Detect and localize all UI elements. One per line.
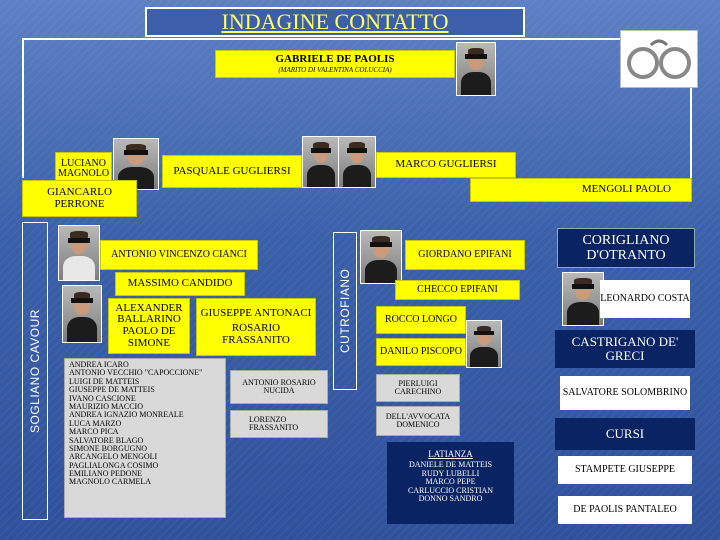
rocco-longo-name: ROCCO LONGO bbox=[385, 313, 457, 325]
corigliano-label: CORIGLIANO D'OTRANTO bbox=[557, 228, 695, 268]
pierluigi-carechino-name: PIERLUIGI CARECHINO bbox=[394, 378, 442, 396]
massimo-candido-name: MASSIMO CANDIDO bbox=[127, 277, 233, 290]
paolo-de-simone-name: PAOLO DE SIMONE bbox=[122, 325, 176, 349]
list-item: EMILIANO PEDONE bbox=[69, 469, 143, 479]
cutrofiano-label: CUTROFIANO bbox=[333, 232, 357, 390]
checco-epifani-name: CHECCO EPIFANI bbox=[417, 283, 498, 295]
connector bbox=[690, 38, 692, 178]
rocco-longo-box: ROCCO LONGO bbox=[376, 306, 466, 334]
photo-gabriele bbox=[456, 42, 496, 96]
corigliano-name: CORIGLIANO D'OTRANTO bbox=[582, 232, 670, 263]
lorenzo-frassanito-name: LORENZO FRASSANITO bbox=[249, 414, 299, 432]
lorenzo-frassanito-box: LORENZO FRASSANITO bbox=[230, 410, 328, 438]
de-paolis-pantaleo-box: DE PAOLIS PANTALEO bbox=[558, 496, 692, 524]
list-item: ANDREA ICARO bbox=[69, 360, 129, 369]
gabriele-de-paolis-box: GABRIELE DE PAOLIS (MARITO DI VALENTINA … bbox=[215, 50, 455, 78]
latianza-box: LATIANZA DANIELE DE MATTEIS RUDY LUBELLI… bbox=[387, 442, 514, 524]
latianza-title: LATIANZA bbox=[428, 449, 473, 459]
giancarlo-perrone-box: GIANCARLO PERRONE bbox=[22, 180, 137, 217]
dellavvocata-domenico-name: DELL'AVVOCATA DOMENICO bbox=[385, 411, 451, 429]
list-item: ARCANGELO MENGOLI bbox=[69, 452, 158, 462]
de-paolis-pantaleo-name: DE PAOLIS PANTALEO bbox=[573, 503, 677, 515]
gabriele-de-paolis-note: (MARITO DI VALENTINA COLUCCIA) bbox=[278, 66, 392, 75]
danilo-piscopo-box: DANILO PISCOPO bbox=[376, 338, 466, 366]
list-item: SALVATORE BLAGO bbox=[69, 435, 144, 445]
page-title: INDAGINE CONTATTO bbox=[221, 9, 449, 35]
photo-giordano bbox=[360, 230, 402, 284]
pierluigi-carechino-box: PIERLUIGI CARECHINO bbox=[376, 374, 460, 402]
antonio-rosario-nucida-box: ANTONIO ROSARIO NUCIDA bbox=[230, 370, 328, 404]
antonaci-frassanito-box: GIUSEPPE ANTONACI ROSARIO FRASSANITO bbox=[196, 298, 316, 356]
leonardo-costa-name: LEONARDO COSTA bbox=[600, 292, 690, 304]
castrigano-label: CASTRIGANO DE' GRECI bbox=[555, 330, 695, 368]
photo-massimo bbox=[62, 285, 102, 343]
list-item: CARLUCCIO CRISTIAN bbox=[407, 485, 494, 495]
marco-gugliersi-name: MARCO GUGLIERSI bbox=[395, 158, 497, 171]
list-item: RUDY LUBELLI bbox=[421, 468, 480, 478]
dellavvocata-domenico-box: DELL'AVVOCATA DOMENICO bbox=[376, 406, 460, 436]
luciano-magnolo-name: LUCIANO MAGNOLO bbox=[57, 157, 110, 179]
list-item: SIMONE BORGUGNO bbox=[69, 443, 148, 453]
giuseppe-antonaci-name: GIUSEPPE ANTONACI bbox=[200, 306, 312, 319]
list-item: LUIGI DE MATTEIS bbox=[69, 376, 140, 386]
stampete-giuseppe-box: STAMPETE GIUSEPPE bbox=[558, 456, 692, 484]
danilo-piscopo-name: DANILO PISCOPO bbox=[380, 345, 462, 357]
checco-epifani-box: CHECCO EPIFANI bbox=[395, 280, 520, 300]
salvatore-solombrino-name: SALVATORE SOLOMBRINO bbox=[562, 386, 688, 398]
photo-leonardo bbox=[562, 272, 604, 326]
photo-pasquale bbox=[302, 136, 340, 188]
mengoli-paolo-name: MENGOLI PAOLO bbox=[581, 183, 671, 196]
list-item: LUCA MARZO bbox=[69, 418, 122, 428]
marco-gugliersi-box: MARCO GUGLIERSI bbox=[376, 152, 516, 178]
sogliano-list-box: ANDREA ICARO ANTONIO VECCHIO "CAPOCCIONE… bbox=[64, 358, 226, 518]
list-item: MAURIZIO MACCIO bbox=[69, 401, 143, 411]
list-item: MARCO PICA bbox=[69, 427, 119, 437]
list-item: ANDREA IGNAZIO MONREALE bbox=[69, 410, 184, 420]
cursi-label: CURSI bbox=[555, 418, 695, 450]
rosario-frassanito-name: ROSARIO FRASSANITO bbox=[222, 322, 290, 346]
antonio-vincenzo-cianci-box: ANTONIO VINCENZO CIANCI bbox=[100, 240, 258, 270]
giancarlo-perrone-name: GIANCARLO PERRONE bbox=[47, 185, 112, 210]
giordano-epifani-box: GIORDANO EPIFANI bbox=[405, 240, 525, 270]
connector bbox=[22, 38, 24, 178]
list-item: DANIELE DE MATTEIS bbox=[408, 460, 493, 470]
handcuffs-icon bbox=[620, 30, 698, 88]
list-item: DONNO SANDRO bbox=[418, 494, 483, 503]
list-item: ANTONIO VECCHIO "CAPOCCIONE" bbox=[69, 368, 203, 378]
pasquale-gugliersi-box: PASQUALE GUGLIERSI bbox=[162, 155, 302, 188]
antonio-vincenzo-cianci-name: ANTONIO VINCENZO CIANCI bbox=[111, 248, 247, 260]
photo-antonio-vincenzo bbox=[58, 225, 100, 281]
photo-marco bbox=[338, 136, 376, 188]
alexander-ballarino-name: ALEXANDER BALLARINO bbox=[115, 301, 183, 326]
salvatore-solombrino-box: SALVATORE SOLOMBRINO bbox=[560, 376, 690, 410]
giordano-epifani-name: GIORDANO EPIFANI bbox=[418, 248, 512, 260]
alexander-paolo-box: ALEXANDER BALLARINO PAOLO DE SIMONE bbox=[108, 298, 190, 354]
photo-danilo bbox=[466, 320, 502, 368]
title-box: INDAGINE CONTATTO bbox=[145, 7, 525, 37]
list-item: PAGLIALONGA COSIMO bbox=[69, 460, 159, 470]
list-item: MARCO PEPE bbox=[425, 477, 476, 487]
list-item: GIUSEPPE DE MATTEIS bbox=[69, 385, 155, 395]
list-item: MAGNOLO CARMELA bbox=[69, 477, 151, 487]
antonio-rosario-nucida-name: ANTONIO ROSARIO NUCIDA bbox=[242, 377, 316, 395]
cursi-name: CURSI bbox=[605, 426, 645, 442]
leonardo-costa-box: LEONARDO COSTA bbox=[600, 280, 690, 318]
mengoli-paolo-box: MENGOLI PAOLO bbox=[470, 178, 692, 202]
massimo-candido-box: MASSIMO CANDIDO bbox=[115, 272, 245, 296]
list-item: IVANO CASCIONE bbox=[69, 393, 136, 403]
sogliano-cavour-label: SOGLIANO CAVOUR bbox=[22, 222, 48, 520]
stampete-giuseppe-name: STAMPETE GIUSEPPE bbox=[574, 463, 676, 475]
connector bbox=[22, 38, 692, 40]
gabriele-de-paolis-name: GABRIELE DE PAOLIS bbox=[275, 52, 395, 65]
castrigano-name: CASTRIGANO DE' GRECI bbox=[571, 334, 679, 363]
pasquale-gugliersi-name: PASQUALE GUGLIERSI bbox=[173, 164, 291, 177]
